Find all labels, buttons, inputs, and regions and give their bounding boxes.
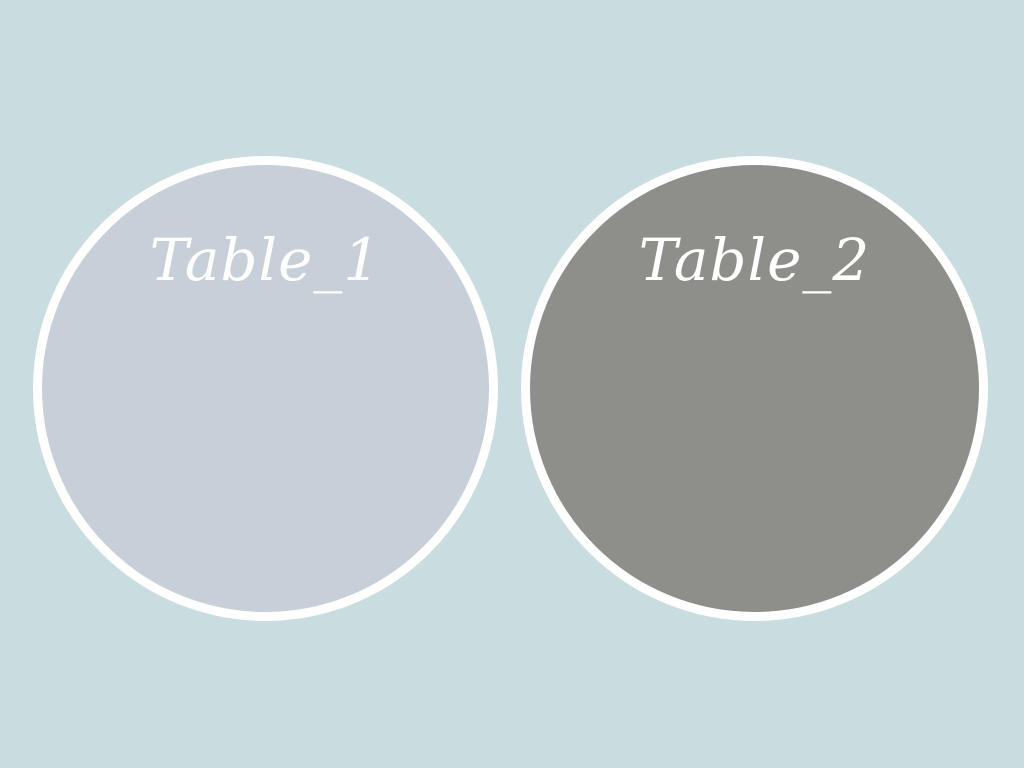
table-2-circle: Table_2 xyxy=(521,156,988,621)
table-1-label: Table_1 xyxy=(149,226,382,294)
table-2-label: Table_2 xyxy=(638,226,871,294)
table-1-circle: Table_1 xyxy=(33,156,498,621)
